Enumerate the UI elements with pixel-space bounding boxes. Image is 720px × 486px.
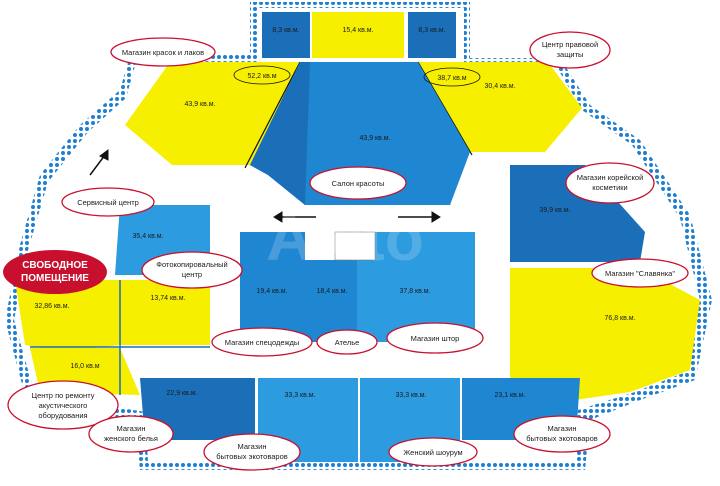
area-acoustic: 16,0 кв.м: [70, 363, 99, 370]
callout-household-right: Магазин бытовых экотоваров: [513, 415, 611, 453]
area-curtains: 37,8 кв.м.: [399, 288, 430, 295]
tenant-atelier: Ателье: [335, 338, 360, 347]
room-paint-shop: [125, 62, 300, 165]
callout-photocopy: Фотокопировальный центр: [141, 251, 243, 289]
tenant-acoustic-1: Центр по ремонту: [32, 391, 95, 400]
area-atelier: 18,4 кв.м.: [316, 288, 347, 295]
free-space-line-1: СВОБОДНОЕ: [22, 260, 88, 271]
tenant-paint: Магазин красок и лаков: [122, 48, 204, 57]
tenant-household-left-1: Магазин: [238, 442, 267, 451]
room-salon-strip: [250, 62, 310, 205]
tenant-acoustic-2: акустического: [39, 401, 88, 410]
tenant-photocopy-1: Фотокопировальный: [156, 260, 227, 269]
callout-lingerie: Магазин женского белья: [88, 415, 174, 453]
room-photocopy: [120, 280, 210, 345]
arrow-up-left-icon: [89, 149, 109, 176]
callout-slavyanka: Магазин "Славянка": [591, 258, 689, 288]
tenant-household-right-2: бытовых экотоваров: [526, 434, 598, 443]
tenant-law-1: Центр правовой: [542, 40, 598, 49]
callout-household-left: Магазин бытовых экотоваров: [203, 433, 301, 471]
tenant-showroom: Женский шоурум: [403, 448, 462, 457]
tenant-acoustic-3: оборудования: [38, 411, 87, 420]
tenant-slavyanka: Магазин "Славянка": [605, 269, 675, 278]
callout-salon: Салон красоты: [309, 166, 407, 200]
callout-curtains: Магазин штор: [386, 322, 484, 354]
tenant-photocopy-2: центр: [182, 270, 202, 279]
area-law-sub: 38,7 кв.м: [437, 75, 466, 82]
area-workwear: 19,4 кв.м.: [256, 288, 287, 295]
stair-center: [334, 231, 376, 261]
area-paint-main: 43,9 кв.м.: [184, 101, 215, 108]
area-slavyanka: 76,8 кв.м.: [604, 315, 635, 322]
area-law-main: 30,4 кв.м.: [484, 83, 515, 90]
area-top-center: 15,4 кв.м.: [342, 27, 373, 34]
area-free: 32,86 кв.м.: [35, 303, 70, 310]
room-workwear: [240, 232, 305, 342]
room-korean: [510, 165, 645, 262]
tenant-salon: Салон красоты: [332, 179, 385, 188]
area-showroom: 33,3 кв.м.: [395, 392, 426, 399]
tenant-lingerie-2: женского белья: [104, 434, 158, 443]
arrow-right-icon: [398, 211, 441, 223]
free-space-line-2: ПОМЕЩЕНИЕ: [21, 273, 89, 284]
room-slavyanka: [510, 268, 700, 400]
tenant-lingerie-1: Магазин: [117, 424, 146, 433]
area-top-left: 8,3 кв.м.: [272, 27, 299, 34]
callout-service: Сервисный центр: [61, 187, 155, 217]
area-lingerie: 22,9 кв.м.: [166, 390, 197, 397]
area-salon: 43,9 кв.м.: [359, 135, 390, 142]
area-photocopy: 13,74 кв.м.: [151, 295, 186, 302]
room-atelier: [305, 260, 357, 342]
tenant-law-2: защиты: [557, 50, 584, 59]
room-law-center: [418, 62, 582, 152]
callout-korean: Магазин корейской косметики: [565, 162, 655, 204]
callout-acoustic: Центр по ремонту акустического оборудова…: [7, 380, 119, 430]
tenant-workwear: Магазин спецодежды: [225, 338, 299, 347]
callout-paint: Магазин красок и лаков: [110, 37, 216, 67]
room-free: [15, 280, 120, 352]
room-lingerie: [140, 378, 255, 440]
room-top-left: [262, 12, 310, 58]
room-top-right: [408, 12, 456, 58]
callout-law: Центр правовой защиты: [529, 31, 611, 69]
watermark: Avito: [266, 202, 424, 274]
tenant-service: Сервисный центр: [77, 198, 139, 207]
area-service: 35,4 кв.м.: [132, 233, 163, 240]
callout-showroom: Женский шоурум: [388, 437, 478, 467]
room-top-center: [312, 12, 404, 58]
area-top-right: 8,3 кв.м.: [418, 27, 445, 34]
callout-workwear: Магазин спецодежды: [211, 327, 313, 357]
arrow-left-icon: [273, 211, 316, 223]
tenant-household-left-2: бытовых экотоваров: [216, 452, 288, 461]
tenant-curtains: Магазин штор: [411, 334, 460, 343]
tenant-household-right-1: Магазин: [548, 424, 577, 433]
area-household-left: 33,3 кв.м.: [284, 392, 315, 399]
tenant-korean-1: Магазин корейской: [577, 173, 644, 182]
free-space-badge: СВОБОДНОЕ ПОМЕЩЕНИЕ: [3, 250, 107, 294]
area-paint-sub: 52,2 кв.м: [247, 73, 276, 80]
area-household-right: 23,1 кв.м.: [494, 392, 525, 399]
callout-atelier: Ателье: [316, 329, 378, 355]
tenant-korean-2: косметики: [592, 183, 627, 192]
area-korean: 39,9 кв.м.: [539, 207, 570, 214]
